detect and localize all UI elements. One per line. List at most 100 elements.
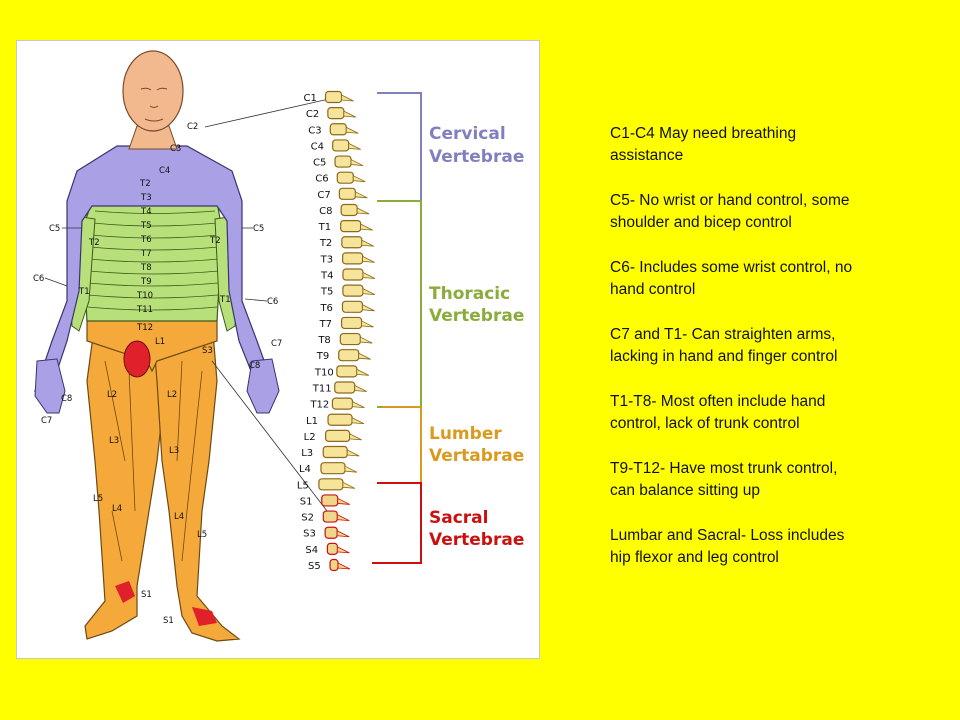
label-t5: T5 <box>140 221 152 231</box>
label-t12: T12 <box>136 323 153 333</box>
spinous-process-c1 <box>342 95 354 101</box>
sacral-zone <box>124 341 150 377</box>
spine-label-s4: S4 <box>305 545 318 556</box>
cervical-bracket <box>377 93 421 201</box>
label-t11: T11 <box>136 305 153 315</box>
label-s1-right: S1 <box>163 616 174 626</box>
label-c8-left: C8 <box>61 394 72 404</box>
label-t1-left: T1 <box>78 287 90 297</box>
spine-label-c4: C4 <box>311 141 324 152</box>
sacral-title-line2: Vertebrae <box>429 530 524 550</box>
cervical-title-line1: Cervical <box>429 124 506 144</box>
spine-label-l5: L5 <box>297 480 309 491</box>
spine-label-c6: C6 <box>315 174 328 185</box>
vertebra-t12 <box>332 398 352 409</box>
note-t9-t12: T9-T12- Have most trunk control,can bala… <box>610 458 940 502</box>
spinous-process-l1 <box>352 418 364 424</box>
thoracic-title-line1: Thoracic <box>429 284 510 304</box>
vertebra-c5 <box>335 156 351 167</box>
vertebra-t8 <box>340 334 360 345</box>
vertebra-l4 <box>321 463 345 474</box>
spinous-process-t10 <box>357 369 369 375</box>
torso-thoracic <box>82 201 222 321</box>
sacral-bracket <box>372 483 421 563</box>
right-leg <box>152 321 239 641</box>
label-t9: T9 <box>140 277 152 287</box>
label-c6-right: C6 <box>267 297 278 307</box>
vertebra-t11 <box>335 382 355 393</box>
vertebra-t4 <box>343 269 363 280</box>
spinous-process-t4 <box>363 273 375 279</box>
label-l4-left: L4 <box>112 504 122 514</box>
spine-label-t4: T4 <box>320 271 333 282</box>
spine-label-c3: C3 <box>308 125 321 136</box>
dermatome-diagram: C2 C3 C4 T2 T3 T4 T5 T6 T7 T8 T9 T10 T11… <box>16 40 540 659</box>
note-c6: C6- Includes some wrist control, nohand … <box>610 257 940 301</box>
spinous-process-t6 <box>362 305 374 311</box>
vertebra-s3 <box>325 527 337 538</box>
spine-label-t6: T6 <box>319 303 332 314</box>
vertebra-l5 <box>319 479 343 490</box>
note-c1-c4-line1: C1-C4 May need breathing <box>610 125 796 142</box>
label-c8-right: C8 <box>249 361 260 371</box>
spinous-process-s3 <box>337 531 349 537</box>
spine-label-t7: T7 <box>319 319 332 330</box>
lumbar-title-line2: Vertabrae <box>429 446 524 466</box>
label-t7: T7 <box>140 249 152 259</box>
label-t4: T4 <box>140 207 152 217</box>
spinous-process-c5 <box>351 160 363 166</box>
spine-label-c2: C2 <box>306 109 319 120</box>
spine-label-t11: T11 <box>312 383 332 394</box>
label-s3: S3 <box>202 346 213 356</box>
vertebra-s2 <box>323 511 337 522</box>
vertebra-c7 <box>339 188 355 199</box>
label-l5-left: L5 <box>93 494 103 504</box>
spine-label-t8: T8 <box>317 335 330 346</box>
note-c7-t1: C7 and T1- Can straighten arms,lacking i… <box>610 324 940 368</box>
spinous-process-c4 <box>349 143 361 149</box>
label-c5-left: C5 <box>49 224 60 234</box>
spinous-process-c8 <box>357 208 369 214</box>
region-brackets <box>372 93 421 563</box>
cervical-title-line2: Vertebrae <box>429 147 524 167</box>
spine-label-l3: L3 <box>301 448 313 459</box>
label-c7-left: C7 <box>41 416 52 426</box>
region-titles: Cervical Vertebrae Thoracic Vertebrae Lu… <box>429 124 524 550</box>
note-c6-line1: C6- Includes some wrist control, no <box>610 259 852 276</box>
spinous-process-t1 <box>361 224 373 230</box>
label-c6-left: C6 <box>33 274 44 284</box>
vertebra-t10 <box>337 366 357 377</box>
spinous-process-s1 <box>338 498 350 504</box>
spinous-process-t5 <box>363 289 375 295</box>
spine-label-s3: S3 <box>303 529 316 540</box>
spinous-process-l5 <box>343 482 355 488</box>
head <box>123 51 183 131</box>
vertebra-t7 <box>342 317 362 328</box>
note-t1-t8-line2: control, lack of trunk control <box>610 415 800 432</box>
vertebra-s1 <box>322 495 338 506</box>
thoracic-title-line2: Vertebrae <box>429 306 524 326</box>
label-l1: L1 <box>155 337 165 347</box>
note-t1-t8-line1: T1-T8- Most often include hand <box>610 393 825 410</box>
spinous-process-l4 <box>345 466 357 472</box>
label-t6: T6 <box>140 235 152 245</box>
note-c5-line2: shoulder and bicep control <box>610 214 792 231</box>
label-l3-left: L3 <box>109 436 119 446</box>
spine-label-c7: C7 <box>317 190 330 201</box>
note-c7-t1-line2: lacking in hand and finger control <box>610 348 837 365</box>
spine-label-l2: L2 <box>304 432 316 443</box>
spinous-process-l2 <box>350 434 362 440</box>
label-t1-right: T1 <box>219 295 231 305</box>
spinous-process-s5 <box>338 563 350 569</box>
label-l4-right: L4 <box>174 512 184 522</box>
label-c2: C2 <box>187 122 198 132</box>
spinal-column <box>319 92 375 571</box>
label-t10: T10 <box>136 291 153 301</box>
lumbar-title-line1: Lumber <box>429 424 502 444</box>
label-t2-right: T2 <box>209 236 221 246</box>
label-c4: C4 <box>159 166 170 176</box>
spinous-process-c2 <box>344 111 356 117</box>
spine-label-t12: T12 <box>309 400 329 411</box>
